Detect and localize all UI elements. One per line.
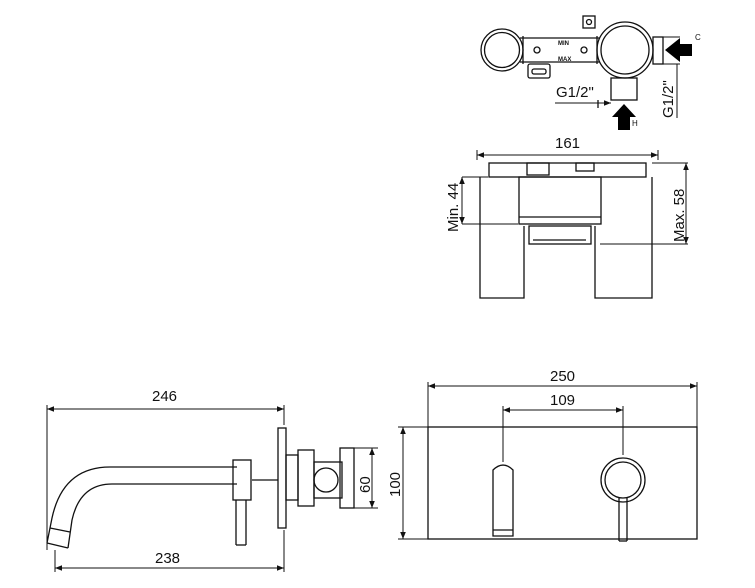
front-spout	[492, 464, 514, 537]
side-flange	[277, 427, 287, 529]
cold-inlet-arrow-icon	[665, 38, 692, 62]
overall-length-label: 246	[152, 388, 177, 405]
top-view-cap	[575, 162, 595, 172]
top-view-body	[518, 176, 602, 225]
front-knob-outer	[600, 457, 646, 503]
side-inlet	[652, 36, 664, 65]
thread-side-label: G1/2"	[660, 80, 677, 118]
right-block	[594, 177, 653, 299]
front-knob-inner	[604, 461, 642, 499]
bottom-tab-slot	[531, 68, 547, 75]
bottom-outlet	[610, 77, 638, 101]
front-wall-plate	[427, 426, 698, 540]
valve-body-drawing	[480, 15, 680, 118]
valve-connector	[520, 36, 600, 64]
side-back-box	[339, 447, 355, 509]
spout-curve	[46, 466, 237, 544]
front-plate-height-label: 100	[387, 472, 404, 497]
min-depth-label: Min. 44	[445, 183, 462, 232]
max-depth-label: Max. 58	[671, 189, 688, 242]
left-block	[479, 177, 525, 299]
max-label: MAX	[558, 57, 571, 63]
side-valve-body	[313, 461, 343, 499]
right-port-outer	[596, 21, 654, 79]
left-port-outer	[480, 28, 524, 72]
center-distance-label: 109	[550, 392, 575, 409]
left-port-inner	[483, 31, 521, 69]
side-lever	[232, 459, 252, 501]
right-port-inner	[600, 25, 650, 75]
top-view-plate	[488, 162, 647, 178]
top-view-knob	[526, 162, 550, 176]
bottom-tab	[527, 63, 551, 79]
front-view-drawing	[398, 382, 698, 542]
spout-length-label: 238	[155, 550, 180, 567]
side-valve-circle	[313, 467, 339, 493]
top-tab-hole	[585, 18, 593, 26]
plate-width-label: 250	[550, 368, 575, 385]
screw-left	[533, 46, 541, 54]
top-view-drawing	[459, 150, 689, 299]
screw-right	[580, 46, 588, 54]
min-label: MIN	[558, 41, 569, 47]
top-view-width-label: 161	[555, 135, 580, 152]
cold-inlet-label: C	[695, 33, 701, 42]
hot-inlet-label: H	[632, 119, 638, 128]
hot-inlet-arrow-icon	[612, 104, 636, 130]
top-tab	[582, 15, 596, 29]
side-view-drawing	[46, 405, 378, 572]
thread-bottom-label: G1/2"	[556, 84, 594, 101]
side-plate-height-label: 60	[357, 476, 374, 493]
center-neck	[528, 225, 592, 245]
